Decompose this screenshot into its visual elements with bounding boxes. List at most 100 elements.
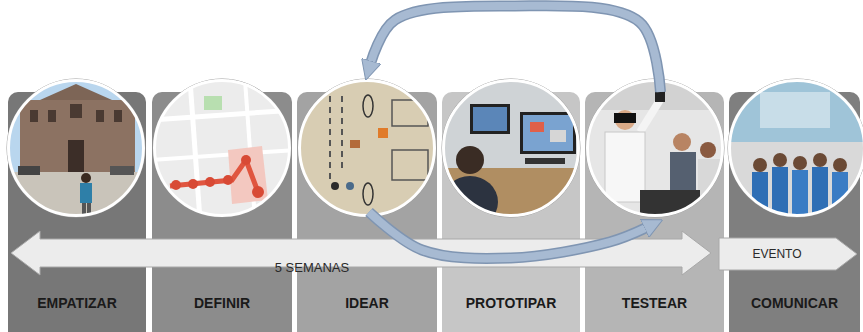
vr-test-photo [670,152,696,196]
church-photo [70,104,82,118]
vr-test-photo [698,159,720,199]
event-label: EVENTO [752,247,801,261]
phase-panel: COMUNICAR [729,92,860,332]
vr-test-photo [673,133,691,151]
event-photo [772,167,788,220]
pentagon-arrow-outline [719,238,857,270]
photo-frames [730,81,863,216]
phase-label: IDEAR [345,295,389,312]
map-photo [205,177,215,187]
phase-label: COMUNICAR [751,295,838,312]
computer-photo [523,115,573,151]
church-photo [80,183,92,203]
connector [369,212,646,258]
church-photo [8,80,148,220]
phase-panel: IDEAR [297,92,437,332]
vr-test-photo [585,80,727,220]
photo-frames [7,79,145,217]
sketch-photo [331,182,339,190]
computer-photo [440,80,582,220]
map-photo [204,96,222,110]
photo-frames [588,81,723,216]
church-photo [114,110,122,122]
photo-frames [444,81,579,216]
sketch-photo [329,96,331,180]
photo-frames [728,79,863,217]
sketch-photo [392,150,428,180]
event-photo [812,167,828,220]
connector-outline [369,212,646,258]
event-arrow: EVENTO [718,237,858,271]
sketch-photo [296,80,438,220]
event-photo [833,158,847,172]
church-photo [20,100,135,175]
map-photo [171,180,181,190]
computer-photo [525,158,565,164]
sketch-photo [341,96,343,170]
computer-photo [442,176,498,228]
phase-panel: DEFINIR [152,92,292,332]
vr-test-photo [615,110,635,130]
sketch-photo [346,182,354,190]
map-photo [150,150,295,160]
duration-arrow: 5 SEMANAS [10,230,712,276]
vr-test-photo [640,190,700,220]
computer-photo [530,122,544,132]
duration-label: 5 SEMANAS [275,260,349,276]
double-arrow-shape [10,230,712,276]
event-photo [760,92,830,128]
map-photo [245,80,255,220]
event-photo [753,158,767,172]
church-photo [48,110,56,122]
computer-photo [470,104,510,134]
map-photo [150,80,295,220]
event-photo [728,80,863,220]
map-photo [170,160,258,192]
vr-test-photo [655,90,665,102]
church-photo [40,84,112,100]
photo-frames [586,79,724,217]
photo-frames [9,81,144,216]
sketch-photo [363,183,373,205]
vr-test-photo [585,80,727,220]
map-photo [188,179,198,189]
sketch-photo [296,80,438,220]
vr-test-photo [700,142,716,158]
map-photo [150,110,295,120]
computer-photo [550,130,566,142]
sketch-photo [363,95,373,117]
vr-test-photo [614,113,636,123]
sketch-photo [378,128,388,138]
phase-panel: EMPATIZAR [8,92,146,332]
computer-photo [440,80,582,228]
church-photo [110,166,134,175]
map-photo [223,175,233,185]
photo-frames [153,79,291,217]
map-photo [228,146,268,204]
church-photo [87,203,91,217]
phase-label: DEFINIR [194,295,250,312]
event-photo [730,82,863,142]
vr-test-photo [585,80,727,110]
photo-frames [155,81,290,216]
phase-label: EMPATIZAR [37,295,117,312]
church-photo [96,110,104,122]
computer-photo [520,112,576,154]
sketch-photo [350,140,360,148]
church-photo [18,166,40,175]
vr-test-photo [640,100,660,132]
event-photo [813,153,827,167]
event-photo [832,172,848,220]
church-photo [68,140,84,175]
phase-panel: PROTOTIPAR [442,92,580,332]
map-photo [190,80,200,220]
phase-label: TESTEAR [622,295,687,312]
phase-label: PROTOTIPAR [466,295,557,312]
feedback-arrow [371,6,661,92]
church-photo [8,172,148,222]
computer-photo [473,107,507,131]
church-photo [30,110,38,122]
